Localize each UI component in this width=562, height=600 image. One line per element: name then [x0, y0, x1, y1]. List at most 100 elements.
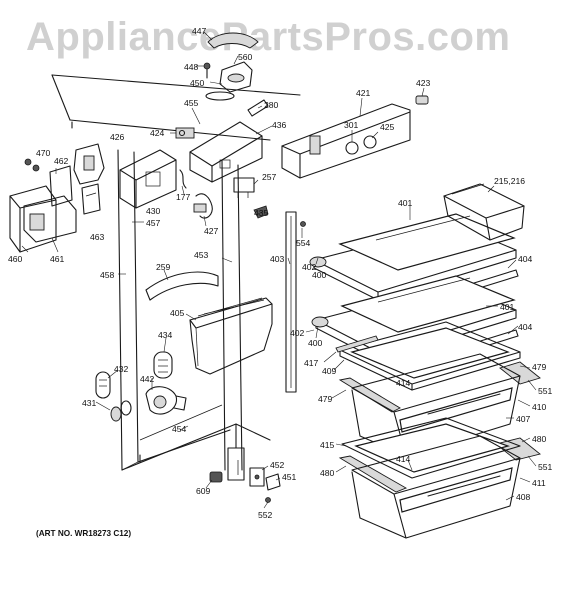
callout-458: 458	[100, 270, 115, 280]
callout-455: 455	[184, 98, 199, 108]
callout-452: 452	[270, 460, 285, 470]
part-452-hinge	[249, 467, 265, 487]
part-401-lower-glass-shelf	[311, 275, 517, 361]
callout-414-lower: 414	[396, 454, 411, 464]
callout-405: 405	[170, 308, 185, 318]
part-427-harness	[193, 193, 213, 219]
callout-425: 425	[380, 122, 395, 132]
callout-450: 450	[190, 78, 205, 88]
callout-430: 430	[146, 206, 161, 216]
part-408-lower-crisper-drawer	[351, 435, 521, 539]
callout-labels: 447 448 560 450 455 280 421 423 424 436 …	[8, 26, 553, 520]
part-609	[209, 471, 223, 483]
part-451	[265, 473, 281, 491]
part-430	[119, 149, 177, 209]
callout-551-lower: 551	[538, 462, 553, 472]
callout-462: 462	[54, 156, 69, 166]
callout-453: 453	[194, 250, 209, 260]
part-415-lower-cover	[341, 417, 521, 479]
callout-401-upper: 401	[398, 198, 413, 208]
leader-lines	[21, 31, 537, 509]
callout-415: 415	[320, 440, 335, 450]
callout-401-lower: 401	[500, 302, 515, 312]
callout-426: 426	[110, 132, 125, 142]
callout-402-upper: 402	[302, 262, 317, 272]
part-470	[24, 158, 40, 172]
callout-257: 257	[262, 172, 277, 182]
callout-447: 447	[192, 26, 207, 36]
callout-480-right: 480	[532, 434, 547, 444]
callout-259: 259	[156, 262, 171, 272]
part-554-screw	[300, 221, 306, 227]
part-432	[95, 371, 111, 399]
callout-301: 301	[344, 120, 359, 130]
callout-434: 434	[158, 330, 173, 340]
part-421-control-panel	[281, 103, 411, 179]
callout-435: 435	[254, 208, 269, 218]
callout-402-lower: 402	[290, 328, 305, 338]
part-405-pan-housing	[189, 297, 273, 375]
part-447	[207, 32, 259, 49]
part-423	[415, 95, 429, 105]
part-479-slide-right	[499, 361, 541, 385]
callout-280: 280	[264, 100, 279, 110]
callout-411: 411	[532, 478, 546, 488]
callout-551-upper: 551	[538, 386, 553, 396]
callout-454: 454	[172, 424, 187, 434]
callout-460: 460	[8, 254, 23, 264]
cabinet-liner	[51, 74, 301, 481]
part-403-shelf-ladder	[285, 211, 297, 393]
callout-424: 424	[150, 128, 165, 138]
part-177	[179, 169, 187, 189]
callout-470: 470	[36, 148, 51, 158]
callout-403: 403	[270, 254, 285, 264]
callout-408: 408	[516, 492, 531, 502]
callout-479-right: 479	[532, 362, 547, 372]
callout-423: 423	[416, 78, 431, 88]
watermark: AppliancePartsPros.com	[26, 15, 511, 59]
callout-480-left: 480	[320, 468, 335, 478]
callout-461: 461	[50, 254, 65, 264]
callout-404-upper: 404	[518, 254, 533, 264]
callout-609: 609	[196, 486, 211, 496]
part-409-crisper-cover	[339, 321, 521, 391]
part-280-lamp	[247, 99, 269, 117]
part-215-216-dairy-bin	[443, 183, 525, 241]
part-480-slide-right	[495, 437, 541, 461]
callout-560: 560	[238, 52, 253, 62]
callout-436: 436	[272, 120, 287, 130]
callout-410: 410	[532, 402, 547, 412]
part-259-light-cover	[145, 271, 219, 301]
part-431	[110, 400, 132, 422]
callout-431: 431	[82, 398, 97, 408]
callout-215-216: 215,216	[494, 176, 525, 186]
callout-479-left: 479	[318, 394, 333, 404]
part-434-lens	[153, 351, 173, 379]
callout-432: 432	[114, 364, 129, 374]
callout-451: 451	[282, 472, 297, 482]
callout-421: 421	[356, 88, 371, 98]
callout-400-upper: 400	[312, 270, 327, 280]
part-460-461-duct	[9, 185, 77, 253]
part-480-slide-left	[338, 455, 408, 493]
part-435	[253, 205, 269, 219]
art-number: (ART NO. WR18273 C12)	[36, 529, 131, 538]
callout-177: 177	[176, 192, 191, 202]
callout-457: 457	[146, 218, 161, 228]
callout-448: 448	[184, 62, 199, 72]
part-450-thermostat	[205, 61, 253, 101]
part-436-control-housing	[189, 121, 263, 183]
callout-407: 407	[516, 414, 531, 424]
part-257-switch	[233, 177, 255, 198]
part-426	[73, 143, 105, 185]
callout-554: 554	[296, 238, 311, 248]
callout-552: 552	[258, 510, 273, 520]
part-462	[49, 165, 73, 207]
callout-404-lower: 404	[518, 322, 533, 332]
callout-414-upper: 414	[396, 378, 411, 388]
callout-463: 463	[90, 232, 105, 242]
part-448-screw	[203, 62, 211, 79]
part-552-screw	[265, 497, 271, 503]
callout-409: 409	[322, 366, 337, 376]
